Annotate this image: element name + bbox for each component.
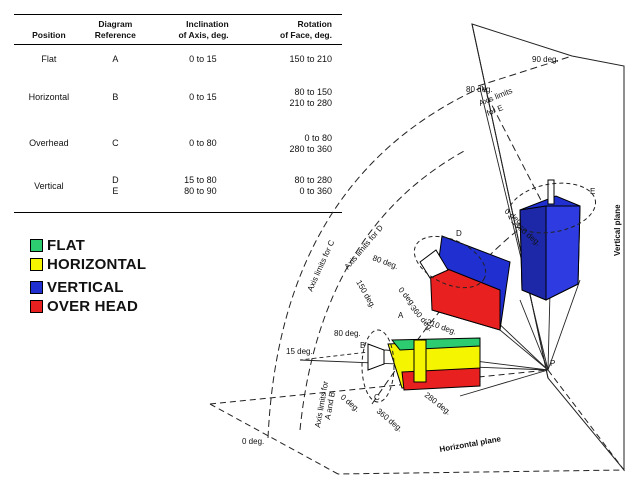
label-ref-b: B <box>360 341 365 350</box>
legend-item-overhead: OVER HEAD <box>30 297 146 316</box>
label-150-deg: 150 deg. <box>354 279 377 310</box>
label-ref-d: D <box>456 229 462 238</box>
label-ref-e: E <box>590 187 595 196</box>
vertical-weld-block-e <box>519 179 581 301</box>
position-table: Position Diagram Reference Inclination o… <box>14 14 342 213</box>
cell-inclination: 0 to 15 <box>189 92 217 102</box>
label-0-deg: 0 deg. <box>242 437 264 446</box>
label-210-deg: 210 deg. <box>425 317 457 336</box>
position-table-container: Position Diagram Reference Inclination o… <box>14 14 342 216</box>
legend-item-vertical: VERTICAL <box>30 278 146 297</box>
cell-reference: D E <box>83 166 147 213</box>
legend-item-flat: FLAT <box>30 236 146 255</box>
table-row: Overhead C 0 to 80 0 to 80 280 to 360 <box>14 121 342 167</box>
cell-rotation: 150 to 210 <box>289 54 332 65</box>
cell-rotation: 80 to 150 210 to 280 <box>289 86 332 108</box>
legend-swatch <box>30 300 43 313</box>
cell-position: Horizontal <box>28 92 70 102</box>
cell-position: Vertical <box>14 166 84 213</box>
electrode-holders <box>367 343 385 371</box>
header-inclination: Inclination of Axis, deg. <box>146 14 231 45</box>
label-axis-e-2: for E <box>485 103 504 118</box>
legend-label: VERTICAL <box>47 279 124 296</box>
label-80-deg-c: 80 deg. <box>334 329 361 338</box>
cell-position: Flat <box>41 54 57 65</box>
label-vertical-plane: Vertical plane <box>613 204 622 256</box>
color-legend: FLAT HORIZONTAL VERTICAL OVER HEAD <box>30 236 146 316</box>
cell-inclination: 0 to 80 <box>189 138 217 148</box>
rotation-ellipses <box>361 182 597 403</box>
cell-rotation: 0 to 80 280 to 360 <box>289 132 332 154</box>
label-axis-c: Axis limits for C <box>306 239 337 293</box>
legend-swatch <box>30 258 43 271</box>
legend-label: FLAT <box>47 237 86 254</box>
horizontal-weld-block-ab <box>387 337 481 391</box>
label-ref-a: A <box>398 311 404 320</box>
label-80-deg-top: 80 deg. <box>466 85 493 94</box>
label-15-deg: 15 deg. <box>286 347 313 356</box>
cell-reference: C <box>112 138 119 148</box>
table-row: Flat A 0 to 15 150 to 210 <box>14 45 342 75</box>
legend-label: HORIZONTAL <box>47 256 147 273</box>
cell-inclination: 0 to 15 <box>189 54 217 65</box>
inclined-weld-block-d <box>419 235 511 331</box>
label-280-deg: 280 deg. <box>423 390 453 416</box>
cell-inclination: 15 to 80 80 to 90 <box>146 166 231 213</box>
legend-item-horizontal: HORIZONTAL <box>30 255 146 274</box>
label-360-deg-ring: 360 deg. <box>375 407 405 434</box>
cell-reference: B <box>112 92 119 102</box>
label-80-deg-d: 80 deg. <box>371 253 399 271</box>
header-rotation: Rotation of Face, deg. <box>230 14 342 45</box>
legend-swatch <box>30 239 43 252</box>
label-0-deg-ring: 0 deg. <box>339 393 362 414</box>
horizontal-plane <box>209 369 625 475</box>
label-horizontal-plane: Horizontal plane <box>439 434 502 454</box>
label-ref-c: C <box>374 393 380 402</box>
label-90-deg: 90 deg. <box>532 55 559 64</box>
cell-position: Overhead <box>29 138 69 148</box>
table-row: Horizontal B 0 to 15 80 to 150 210 to 28… <box>14 75 342 121</box>
legend-swatch <box>30 281 43 294</box>
header-reference: Diagram Reference <box>83 14 147 45</box>
cell-reference: A <box>112 54 119 65</box>
header-position: Position <box>14 14 84 45</box>
table-row: Vertical D E 15 to 80 80 to 90 80 to 280… <box>14 166 342 213</box>
table-header-row: Position Diagram Reference Inclination o… <box>14 14 342 45</box>
label-ref-p: P <box>550 359 555 368</box>
legend-label: OVER HEAD <box>47 298 138 315</box>
cell-rotation: 80 to 280 0 to 360 <box>230 166 342 213</box>
